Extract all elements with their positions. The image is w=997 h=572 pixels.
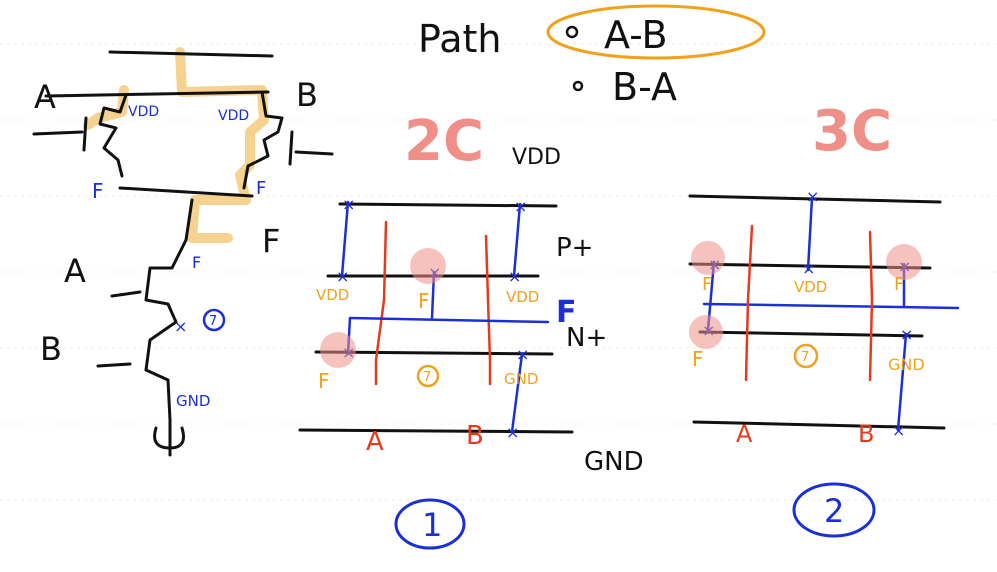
schem-label-f-mid: F xyxy=(262,222,280,260)
l2-gate-b xyxy=(868,230,874,382)
l1-vdd-right: VDD xyxy=(506,288,539,306)
l1-metal-vdd-left xyxy=(340,200,350,278)
schem-node-x: × xyxy=(174,317,187,336)
highlight-path xyxy=(83,47,269,243)
ground-symbol xyxy=(153,418,185,457)
l2-contact-3: × xyxy=(802,259,815,278)
schem-label-b-bottom: B xyxy=(40,330,62,368)
path-option-ba: B-A xyxy=(612,65,677,109)
layout-2: 3C × × × × × × × F VDD F F 7 GND xyxy=(688,99,960,538)
l2-n-diff xyxy=(698,330,924,338)
l1-gate-a xyxy=(374,220,388,386)
schem-node-7-circle xyxy=(202,308,226,332)
schem-label-f-small: F xyxy=(192,253,201,272)
l1-contact-2: × xyxy=(514,197,527,216)
l2-f-left-top: F xyxy=(702,274,712,295)
schem-node-7: 7 xyxy=(209,314,217,329)
l2-gnd-right: GND xyxy=(888,355,925,374)
l1-contact-1: × xyxy=(342,195,355,214)
l2-gnd-rail xyxy=(692,420,946,430)
l1-n-label: N+ xyxy=(566,323,607,353)
l1-metal-gnd xyxy=(510,352,524,434)
l2-contact-7: × xyxy=(892,421,905,440)
l1-metal-vdd-right xyxy=(512,202,522,278)
l1-vdd-left: VDD xyxy=(316,286,349,304)
l1-gnd-bottom: GND xyxy=(584,447,644,477)
l2-f-left-bottom: F xyxy=(692,347,704,371)
selected-path-ellipse xyxy=(546,4,766,60)
right-pmos xyxy=(242,90,284,190)
l1-f-center: F xyxy=(418,289,430,313)
l2-contact-1: × xyxy=(806,187,819,206)
l2-node-7-circle xyxy=(793,343,819,369)
schem-label-a-bottom: A xyxy=(64,252,86,290)
l1-node-7-circle xyxy=(416,364,440,388)
l1-gnd-rail xyxy=(298,428,574,434)
l2-f-bus xyxy=(702,302,960,310)
l2-gate-a-label: A xyxy=(736,420,753,448)
schem-label-a-top: A xyxy=(34,78,56,116)
l1-number-circle xyxy=(394,498,466,550)
l2-metal-gnd xyxy=(896,332,908,432)
layout2-cost: 3C xyxy=(812,99,892,164)
l2-node-7: 7 xyxy=(801,350,809,365)
l2-number-circle xyxy=(792,482,876,538)
l2-vdd-mid: VDD xyxy=(794,278,827,296)
l1-gate-b-label: B xyxy=(466,421,484,451)
schem-label-f-right: F xyxy=(256,178,266,199)
schem-label-b-top: B xyxy=(296,76,318,114)
l1-contact-7: × xyxy=(516,345,529,364)
bullet-1 xyxy=(565,25,579,39)
l1-gate-b xyxy=(484,234,492,386)
l1-f-left: F xyxy=(318,369,330,393)
path-option-ab: A-B xyxy=(604,13,668,57)
nmos-gate-b xyxy=(96,362,132,368)
l1-gate-a-label: A xyxy=(366,427,384,457)
l2-number: 2 xyxy=(824,492,844,530)
l1-p-label: P+ xyxy=(556,233,593,263)
nmos-gate-a xyxy=(110,290,142,298)
l1-highlight-f-center xyxy=(410,248,446,284)
left-gate-stub xyxy=(32,130,84,136)
schem-label-f-left: F xyxy=(92,179,104,203)
l2-highlight-f-left-bottom xyxy=(689,315,723,349)
l2-highlight-f-right-top xyxy=(886,244,922,280)
layout1-vdd-top: VDD xyxy=(512,145,561,170)
left-pmos xyxy=(98,93,128,178)
schem-gnd: GND xyxy=(176,392,210,410)
top-rail xyxy=(108,50,274,58)
l1-contact-3: × xyxy=(336,267,349,286)
layout1-cost: 2C xyxy=(404,109,484,174)
ruled-guides xyxy=(0,43,997,501)
schem-vdd-left: VDD xyxy=(128,104,159,120)
nmos-stack xyxy=(144,198,194,422)
l1-gnd-right: GND xyxy=(504,370,538,388)
f-wire xyxy=(118,186,254,198)
bullet-2 xyxy=(572,80,584,92)
left-gate-bar xyxy=(82,116,88,152)
path-header: Path A-B B-A xyxy=(418,4,766,109)
schem-vdd-right: VDD xyxy=(218,108,249,124)
l1-number: 1 xyxy=(422,506,442,544)
l1-node-7: 7 xyxy=(423,370,431,385)
l1-contact-4: × xyxy=(508,267,521,286)
l1-highlight-f-left xyxy=(320,332,356,368)
l2-highlight-f-left-top xyxy=(691,241,725,275)
l2-gate-a xyxy=(744,224,754,382)
l2-gate-b-label: B xyxy=(858,420,874,448)
l2-contact-6: × xyxy=(900,325,913,344)
layout-1: 2C VDD × × × × × × × × P+ F N+ VDD F xyxy=(298,109,644,550)
l2-f-right-top: F xyxy=(894,274,904,295)
ab-wire xyxy=(44,90,270,98)
right-gate-bar xyxy=(288,130,294,166)
l2-metal-vdd xyxy=(806,196,814,272)
path-title: Path xyxy=(418,17,501,61)
right-gate-stub xyxy=(294,150,334,156)
l1-metal-f-bus xyxy=(348,316,550,324)
schematic: A B VDD VDD F F F F A B × 7 GND xyxy=(32,47,334,457)
l1-f-side: F xyxy=(556,295,577,330)
l2-vdd-rail xyxy=(688,194,942,204)
l1-contact-8: × xyxy=(506,423,519,442)
